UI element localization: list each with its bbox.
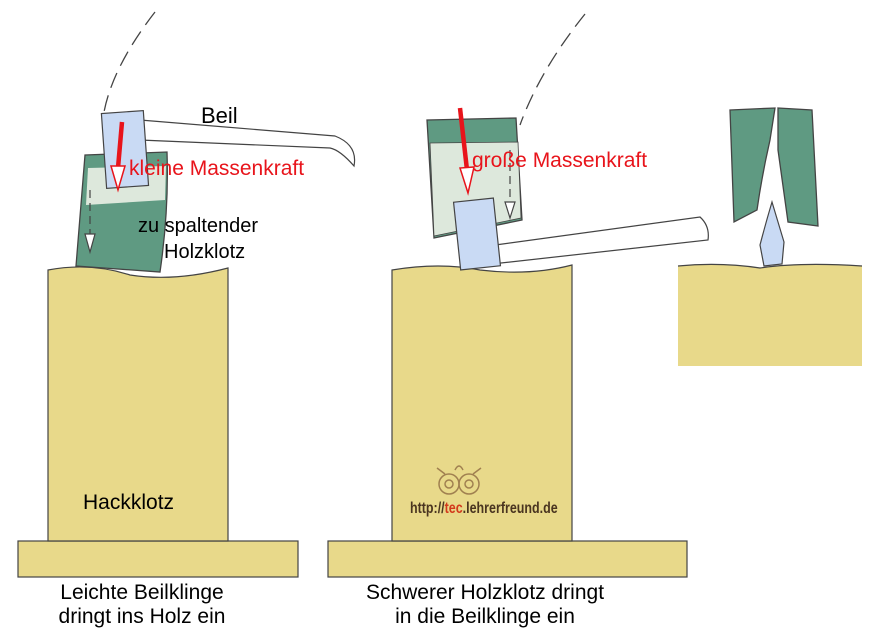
middle-axe-blade (452, 197, 502, 271)
right-caption-line1: Schwerer Holzklotz dringt (365, 581, 605, 604)
right-blade-tip (759, 199, 785, 267)
middle-axe-handle (487, 216, 709, 265)
log-label-line2: Holzklotz (164, 241, 246, 263)
right-split-log-right (777, 107, 819, 227)
left-ground-plate (17, 540, 299, 578)
right-scene (677, 107, 863, 366)
middle-chopping-block (391, 264, 573, 542)
owl-logo-icon (436, 465, 482, 495)
left-scene (17, 11, 356, 578)
middle-motion-arrowhead (504, 201, 516, 221)
middle-force-arrowhead (458, 166, 475, 196)
left-swing-arc (102, 11, 156, 119)
middle-force-arrow (457, 107, 470, 171)
axe-label: Beil (201, 103, 238, 128)
chopping-block-label: Hackklotz (83, 491, 175, 514)
left-force-arrowhead (110, 165, 126, 193)
middle-scene (327, 13, 709, 578)
middle-ground-plate (327, 540, 688, 578)
left-caption-line1: Leichte Beilklinge (60, 581, 224, 604)
right-split-log-left (729, 107, 776, 224)
right-chopping-block (678, 264, 862, 366)
left-caption-line2: dringt ins Holz ein (58, 605, 226, 628)
log-label-line1: zu spaltender (138, 215, 259, 237)
left-force-arrow (115, 121, 125, 169)
right-caption-line2: in die Beilklinge ein (395, 605, 575, 628)
middle-swing-arc (519, 13, 586, 126)
left-chopping-block (47, 266, 229, 542)
watermark-url: http://tec.lehrerfreund.de (410, 500, 558, 517)
left-axe-handle (139, 119, 356, 168)
right-block-top-edge (677, 263, 863, 269)
small-inertial-force-label: kleine Massenkraft (129, 157, 305, 180)
left-motion-arrowhead (84, 233, 96, 255)
middle-log-split-face (429, 141, 522, 237)
large-inertial-force-label: große Massenkraft (472, 149, 648, 172)
